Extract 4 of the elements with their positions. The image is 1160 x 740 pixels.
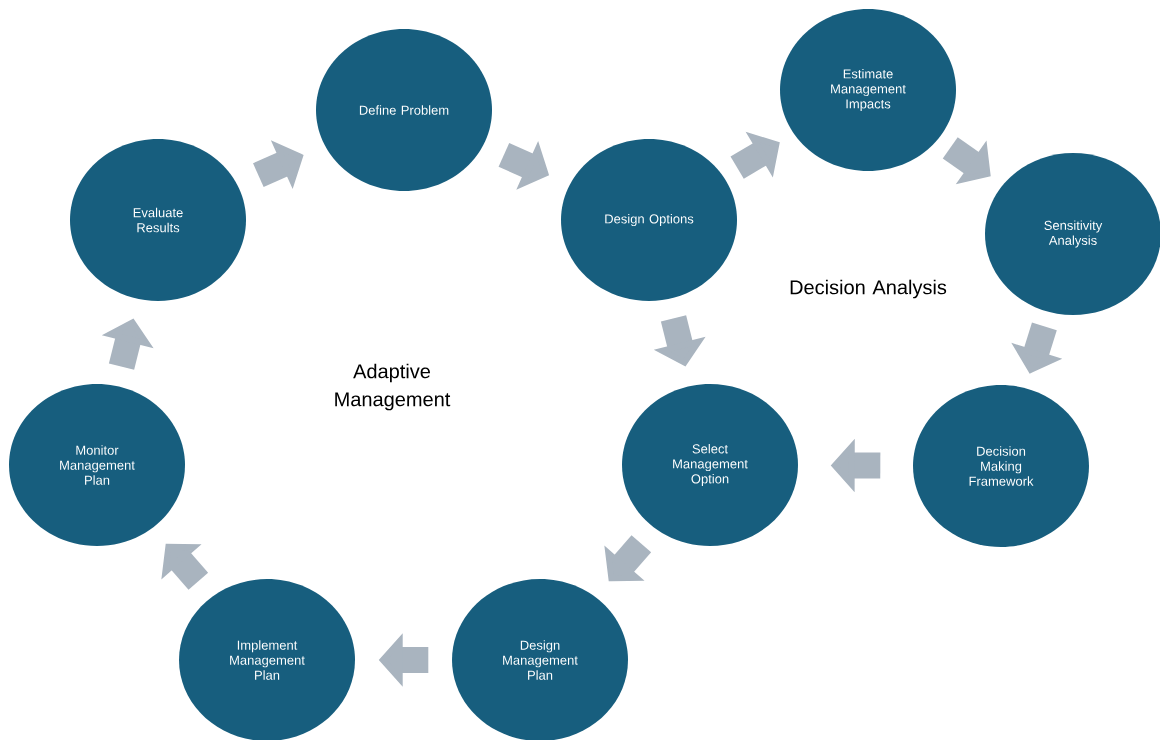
- region-label: Decision Analysis: [790, 279, 947, 299]
- block-arrow: [161, 543, 209, 590]
- block-arrow: [730, 131, 780, 179]
- region-label: Adaptive Management: [335, 363, 451, 411]
